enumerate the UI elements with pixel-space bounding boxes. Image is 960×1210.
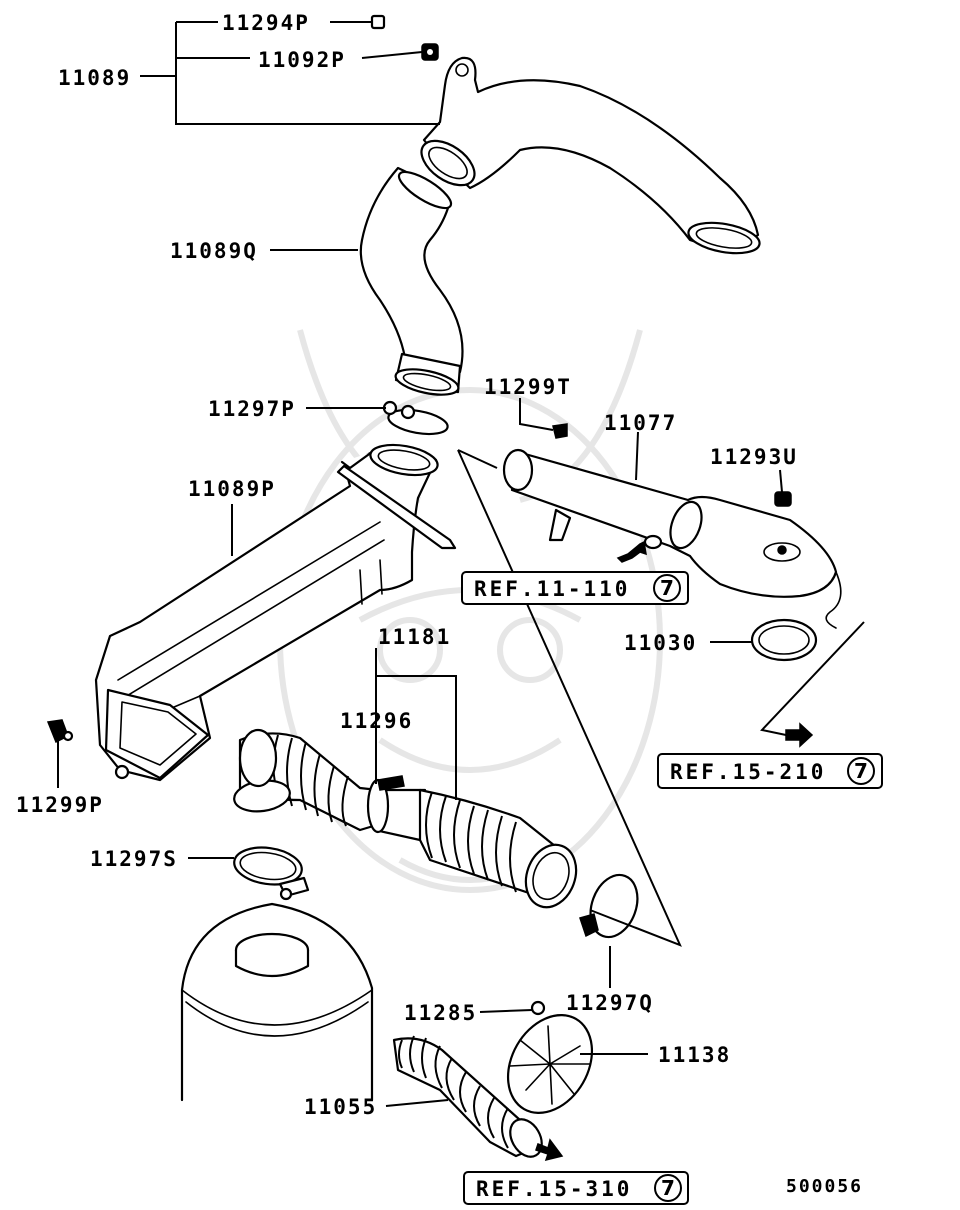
air-cleaner-housing (180, 902, 374, 1102)
arrow-ref-11-110 (616, 540, 647, 563)
flex-hose-11055 (392, 1035, 543, 1158)
label-11077: 11077 (604, 411, 677, 435)
ref-text-15-210: REF.15-210 (670, 760, 826, 784)
ref-box-15-210[interactable]: REF.15-210 7 (657, 753, 883, 789)
arrow-ref-15-210 (785, 722, 814, 748)
clamp-11297Q (579, 873, 639, 939)
ref-box-11-110[interactable]: REF.11-110 7 (461, 571, 689, 605)
air-duct-11089P (94, 443, 457, 782)
bolt-11299T (552, 423, 568, 439)
gasket-11030 (750, 618, 818, 662)
label-11138: 11138 (658, 1043, 731, 1067)
nut-11293U (774, 491, 792, 507)
label-11181: 11181 (378, 625, 451, 649)
bolt-11299P (46, 719, 74, 744)
label-11089: 11089 (58, 66, 131, 90)
label-11092P: 11092P (258, 48, 346, 72)
ref-number-15-310: 7 (661, 1176, 675, 1200)
ref-number-15-210: 7 (854, 759, 868, 783)
label-11294P: 11294P (222, 11, 310, 35)
leader-lines (57, 21, 783, 1107)
clamp-11297S (233, 846, 310, 901)
resonator-11077 (502, 448, 842, 629)
clamp-11297P (382, 400, 449, 436)
upper-intake-pipe-11089 (420, 56, 761, 255)
arrow-ref-15-310 (535, 1138, 564, 1162)
ref-box-15-310[interactable]: REF.15-310 7 (463, 1171, 689, 1205)
label-11089Q: 11089Q (170, 239, 258, 263)
label-11285: 11285 (404, 1001, 477, 1025)
label-11030: 11030 (624, 631, 697, 655)
cover-plate-11138 (506, 1014, 594, 1114)
clamp-11296 (366, 775, 405, 834)
label-11293U: 11293U (710, 445, 798, 469)
label-11299T: 11299T (484, 375, 572, 399)
ref-text-11-110: REF.11-110 (474, 577, 630, 601)
label-11297P: 11297P (208, 397, 296, 421)
bent-intake-pipe-11089Q (359, 166, 464, 396)
label-11297S: 11297S (90, 847, 178, 871)
label-11055: 11055 (304, 1095, 377, 1119)
label-11296: 11296 (340, 709, 413, 733)
nut-11092P (421, 43, 439, 61)
clip-11285 (530, 1000, 546, 1016)
ref-text-15-310: REF.15-310 (476, 1177, 632, 1201)
bolt-11294P (370, 14, 386, 30)
label-11299P: 11299P (16, 793, 104, 817)
diagram-code: 500056 (786, 1176, 863, 1197)
label-11089P: 11089P (188, 477, 276, 501)
flex-hose-11181 (233, 728, 578, 909)
label-11297Q: 11297Q (566, 991, 654, 1015)
ref-number-11-110: 7 (660, 576, 674, 600)
